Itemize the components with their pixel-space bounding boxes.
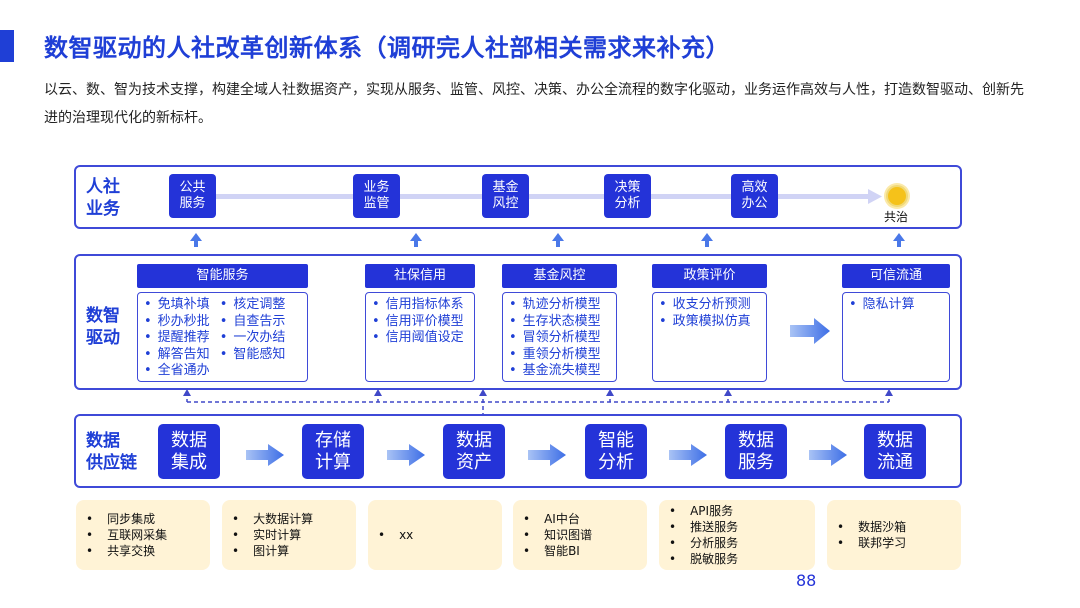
up-arrow-icon bbox=[410, 233, 422, 241]
detail-box-compute: 大数据计算 实时计算 图计算 bbox=[222, 500, 356, 570]
up-arrow-icon bbox=[893, 233, 905, 241]
up-arrow-icon bbox=[552, 233, 564, 241]
business-item-public-service[interactable]: 公共 服务 bbox=[169, 174, 216, 218]
detail-box-assets: xx bbox=[368, 500, 502, 570]
list-item: 同步集成 bbox=[86, 511, 167, 527]
up-arrow-stem bbox=[194, 241, 198, 247]
list-item: 解答告知 bbox=[144, 347, 210, 364]
up-arrow-stem bbox=[556, 241, 560, 247]
stage-data-circulation[interactable]: 数据 流通 bbox=[864, 424, 926, 479]
detail-box-service: API服务 推送服务 分析服务 脱敏服务 bbox=[659, 500, 815, 570]
list-item: 全省通办 bbox=[144, 363, 210, 380]
governance-label: 共治 bbox=[884, 210, 909, 224]
stage-data-assets[interactable]: 数据 资产 bbox=[443, 424, 505, 479]
stage-data-service[interactable]: 数据 服务 bbox=[725, 424, 787, 479]
business-item-decision[interactable]: 决策 分析 bbox=[604, 174, 651, 218]
list-item: 提醒推荐 bbox=[144, 330, 210, 347]
list-item: 分析服务 bbox=[669, 535, 738, 551]
list-item: 政策模拟仿真 bbox=[659, 314, 760, 331]
group-title-trusted[interactable]: 可信流通 bbox=[842, 264, 950, 288]
up-arrow-stem bbox=[705, 241, 709, 247]
page-title: 数智驱动的人社改革创新体系（调研完人社部相关需求来补充） bbox=[44, 34, 730, 62]
list-item: 互联网采集 bbox=[86, 527, 167, 543]
supply-chain-row-label: 数据 供应链 bbox=[86, 431, 137, 473]
stage-storage-compute[interactable]: 存储 计算 bbox=[302, 424, 364, 479]
right-arrow-icon bbox=[246, 444, 284, 466]
group-list-fund-risk: 轨迹分析模型 生存状态模型 冒领分析模型 重领分析模型 基金流失模型 bbox=[502, 292, 617, 382]
list-item: 脱敏服务 bbox=[669, 551, 738, 567]
group-list-credit: 信用指标体系 信用评价模型 信用阈值设定 bbox=[365, 292, 475, 382]
right-arrow-icon bbox=[387, 444, 425, 466]
group-title-fund-risk[interactable]: 基金风控 bbox=[502, 264, 617, 288]
list-item: 知识图谱 bbox=[523, 527, 592, 543]
title-accent-bar bbox=[0, 30, 14, 62]
group-list-policy: 收支分析预测 政策模拟仿真 bbox=[652, 292, 767, 382]
business-item-office[interactable]: 高效 办公 bbox=[731, 174, 778, 218]
group-list-trusted: 隐私计算 bbox=[842, 292, 950, 382]
detail-box-integration: 同步集成 互联网采集 共享交换 bbox=[76, 500, 210, 570]
list-item: 一次办结 bbox=[220, 330, 285, 347]
group-title-policy[interactable]: 政策评价 bbox=[652, 264, 767, 288]
detail-box-circulation: 数据沙箱 联邦学习 bbox=[827, 500, 961, 570]
up-arrow-stem bbox=[414, 241, 418, 247]
group-title-credit[interactable]: 社保信用 bbox=[365, 264, 475, 288]
drive-row-label: 数智 驱动 bbox=[86, 306, 120, 348]
list-item: 冒领分析模型 bbox=[509, 330, 610, 347]
up-arrow-stem bbox=[897, 241, 901, 247]
list-item: 自查告示 bbox=[220, 314, 285, 331]
business-flow-line bbox=[216, 194, 876, 199]
list-item: API服务 bbox=[669, 503, 738, 519]
right-arrow-icon bbox=[528, 444, 566, 466]
intro-text: 以云、数、智为技术支撑，构建全域人社数据资产，实现从服务、监管、风控、决策、办公… bbox=[44, 82, 1024, 126]
list-item: 共享交换 bbox=[86, 543, 167, 559]
page-number: 88 bbox=[796, 571, 817, 590]
list-item: 秒办秒批 bbox=[144, 314, 210, 331]
business-item-fund-risk[interactable]: 基金 风控 bbox=[482, 174, 529, 218]
detail-box-analysis: AI中台 知识图谱 智能BI bbox=[513, 500, 647, 570]
list-item: 基金流失模型 bbox=[509, 363, 610, 380]
right-arrow-icon bbox=[790, 318, 830, 344]
list-item: 信用指标体系 bbox=[372, 297, 468, 314]
list-item: AI中台 bbox=[523, 511, 592, 527]
list-item: 重领分析模型 bbox=[509, 347, 610, 364]
list-item: 隐私计算 bbox=[849, 297, 943, 314]
up-arrow-icon bbox=[701, 233, 713, 241]
list-item: 信用阈值设定 bbox=[372, 330, 468, 347]
list-item: 智能BI bbox=[523, 543, 592, 559]
governance-dot-icon bbox=[886, 185, 908, 207]
list-item: 实时计算 bbox=[232, 527, 313, 543]
list-item: 大数据计算 bbox=[232, 511, 313, 527]
list-item: 信用评价模型 bbox=[372, 314, 468, 331]
right-arrow-icon bbox=[669, 444, 707, 466]
list-item: 收支分析预测 bbox=[659, 297, 760, 314]
list-item: xx bbox=[378, 527, 413, 543]
list-item: 智能感知 bbox=[220, 347, 285, 364]
list-item: 图计算 bbox=[232, 543, 313, 559]
list-item: 联邦学习 bbox=[837, 535, 906, 551]
group-title-smart-service[interactable]: 智能服务 bbox=[137, 264, 308, 288]
group-list-smart-service: 免填补填 秒办秒批 提醒推荐 解答告知 全省通办 核定调整 自查告示 一次办结 … bbox=[137, 292, 308, 382]
list-item: 推送服务 bbox=[669, 519, 738, 535]
list-item: 轨迹分析模型 bbox=[509, 297, 610, 314]
list-item: 核定调整 bbox=[220, 297, 285, 314]
stage-smart-analysis[interactable]: 智能 分析 bbox=[585, 424, 647, 479]
stage-data-integration[interactable]: 数据 集成 bbox=[158, 424, 220, 479]
list-item: 免填补填 bbox=[144, 297, 210, 314]
list-item: 数据沙箱 bbox=[837, 519, 906, 535]
right-arrow-icon bbox=[809, 444, 847, 466]
up-arrow-icon bbox=[190, 233, 202, 241]
business-row-label: 人社 业务 bbox=[86, 177, 120, 219]
list-item: 生存状态模型 bbox=[509, 314, 610, 331]
business-item-supervision[interactable]: 业务 监管 bbox=[353, 174, 400, 218]
